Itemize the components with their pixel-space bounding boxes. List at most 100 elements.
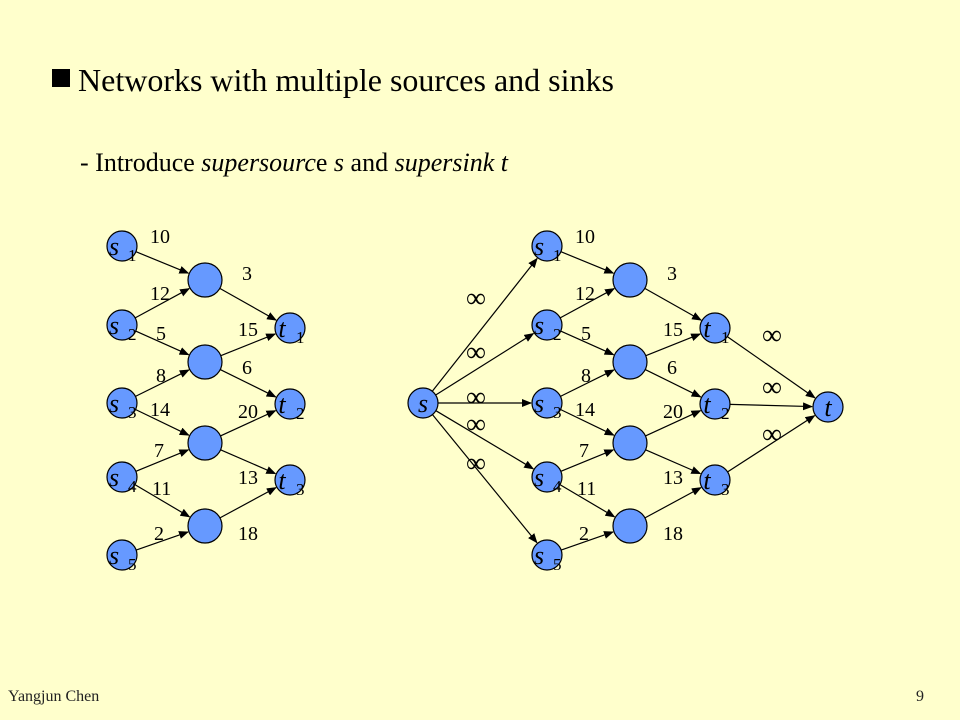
- right-node-mid3: [612, 425, 648, 461]
- left-edge-s4-m3: [135, 449, 190, 472]
- right-node-supersource: [407, 387, 439, 419]
- right-node-supersink-label: t: [824, 393, 832, 422]
- right-edge-s3-m2: [560, 369, 615, 397]
- left-edge-m3-t3: [220, 449, 277, 475]
- right-node-s5: [531, 539, 563, 571]
- bullet-square-icon: [52, 69, 70, 87]
- right-node-s5-subscript: 5: [553, 555, 562, 574]
- right-node-s3-label: s: [534, 389, 544, 418]
- right-node-s4-subscript: 4: [553, 477, 562, 496]
- right-node-t3-label: t: [703, 466, 711, 495]
- right-capacity-s4-m3: 7: [579, 440, 589, 462]
- left-node-mid4: [187, 508, 223, 544]
- left-node-s5-label: s: [109, 541, 119, 570]
- right-edge-m1-t1: [644, 287, 702, 321]
- right-edge-s3-m3: [560, 408, 615, 436]
- left-capacity-m3-t2: 20: [238, 401, 258, 423]
- left-node-s3-subscript: 3: [128, 403, 137, 422]
- left-node-mid2: [187, 344, 223, 380]
- right-infinity-super-s-to-s2: ∞: [466, 337, 486, 368]
- left-node-t2: [274, 388, 306, 420]
- right-node-s2: [531, 309, 563, 341]
- right-capacity-s3-m3: 14: [575, 399, 595, 421]
- right-capacity-m1-t1: 3: [667, 263, 677, 285]
- left-capacity-s5-m4: 2: [154, 523, 164, 545]
- right-capacity-m3-t3: 13: [663, 467, 683, 489]
- left-node-t1-subscript: 1: [296, 328, 305, 347]
- right-capacity-m3-t2: 20: [663, 401, 683, 423]
- left-node-t3-subscript: 3: [296, 480, 305, 499]
- right-edge-m2-t2: [644, 368, 702, 398]
- right-edge-s2-m1: [559, 288, 616, 319]
- right-node-t2-label: t: [703, 390, 711, 419]
- right-edge-super-s-to-s2: [435, 332, 535, 396]
- left-edge-m2-t2: [219, 368, 277, 398]
- right-node-s1-label: s: [534, 232, 544, 261]
- slide-title: Networks with multiple sources and sinks: [52, 62, 614, 99]
- right-capacity-s4-m4: 11: [577, 478, 596, 500]
- slide-title-text: Networks with multiple sources and sinks: [78, 62, 614, 98]
- right-infinity-super-s-to-s4: ∞: [466, 409, 486, 440]
- right-capacity-s5-m4: 2: [579, 523, 589, 545]
- right-capacity-s2-m2: 5: [581, 323, 591, 345]
- right-infinity-super-s-to-s3: ∞: [466, 382, 486, 413]
- left-node-s2-label: s: [109, 311, 119, 340]
- left-capacity-s4-m3: 7: [154, 440, 164, 462]
- right-edge-m4-t3: [644, 487, 702, 519]
- right-node-s1: [531, 230, 563, 262]
- right-edge-s4-m4: [559, 484, 616, 518]
- right-node-supersource-label: s: [418, 389, 428, 418]
- left-capacity-s2-m2: 5: [156, 323, 166, 345]
- left-node-s4-label: s: [109, 463, 119, 492]
- right-edge-t3-to-super-t: [727, 415, 816, 473]
- subtitle-s: s: [333, 148, 345, 177]
- left-node-s4: [106, 461, 138, 493]
- left-capacity-s3-m3: 14: [150, 399, 170, 421]
- left-edge-s2-m1: [134, 288, 191, 319]
- right-node-s5-label: s: [534, 541, 544, 570]
- left-node-mid1: [187, 262, 223, 298]
- right-node-t2: [699, 388, 731, 420]
- left-node-s1: [106, 230, 138, 262]
- right-edge-t1-to-super-t: [726, 336, 816, 399]
- right-node-s1-subscript: 1: [553, 246, 562, 265]
- right-node-s4: [531, 461, 563, 493]
- right-node-mid2: [612, 344, 648, 380]
- right-node-mid4: [612, 508, 648, 544]
- left-edge-s2-m2: [135, 330, 190, 356]
- right-infinity-t3-to-super-t: ∞: [762, 419, 782, 450]
- right-capacity-s2-m1: 12: [575, 283, 595, 305]
- right-capacity-s1-m1: 10: [575, 226, 595, 248]
- right-edge-m2-t1: [645, 333, 702, 357]
- left-node-t2-subscript: 2: [296, 404, 305, 423]
- left-node-mid3: [187, 425, 223, 461]
- right-edge-s2-m2: [560, 330, 615, 356]
- right-node-t2-subscript: 2: [721, 404, 730, 423]
- left-edge-s4-m4: [134, 484, 191, 518]
- right-node-t1-label: t: [703, 314, 711, 343]
- right-edge-m3-t2: [645, 410, 702, 437]
- left-node-t1-label: t: [278, 314, 286, 343]
- right-node-t1-subscript: 1: [721, 328, 730, 347]
- left-node-s4-subscript: 4: [128, 477, 137, 496]
- right-infinity-t1-to-super-t: ∞: [762, 320, 782, 351]
- left-node-s1-subscript: 1: [128, 246, 137, 265]
- right-capacity-m2-t2: 6: [667, 357, 677, 379]
- right-capacity-s3-m2: 8: [581, 365, 591, 387]
- subtitle-term-supersource: supersourc: [201, 148, 316, 177]
- right-infinity-t2-to-super-t: ∞: [762, 372, 782, 403]
- left-node-t3-label: t: [278, 466, 286, 495]
- left-capacity-m3-t3: 13: [238, 467, 258, 489]
- right-edge-super-s-to-s1: [431, 257, 538, 392]
- left-capacity-m1-t1: 3: [242, 263, 252, 285]
- left-edge-m3-t2: [220, 410, 277, 437]
- right-node-s3: [531, 387, 563, 419]
- right-infinity-super-s-to-s1: ∞: [466, 283, 486, 314]
- right-edge-super-s-to-s5: [432, 414, 538, 544]
- left-edge-m2-t1: [220, 333, 277, 357]
- right-node-s4-label: s: [534, 463, 544, 492]
- right-node-s3-subscript: 3: [553, 403, 562, 422]
- left-node-t3: [274, 464, 306, 496]
- left-capacity-m2-t1: 15: [238, 319, 258, 341]
